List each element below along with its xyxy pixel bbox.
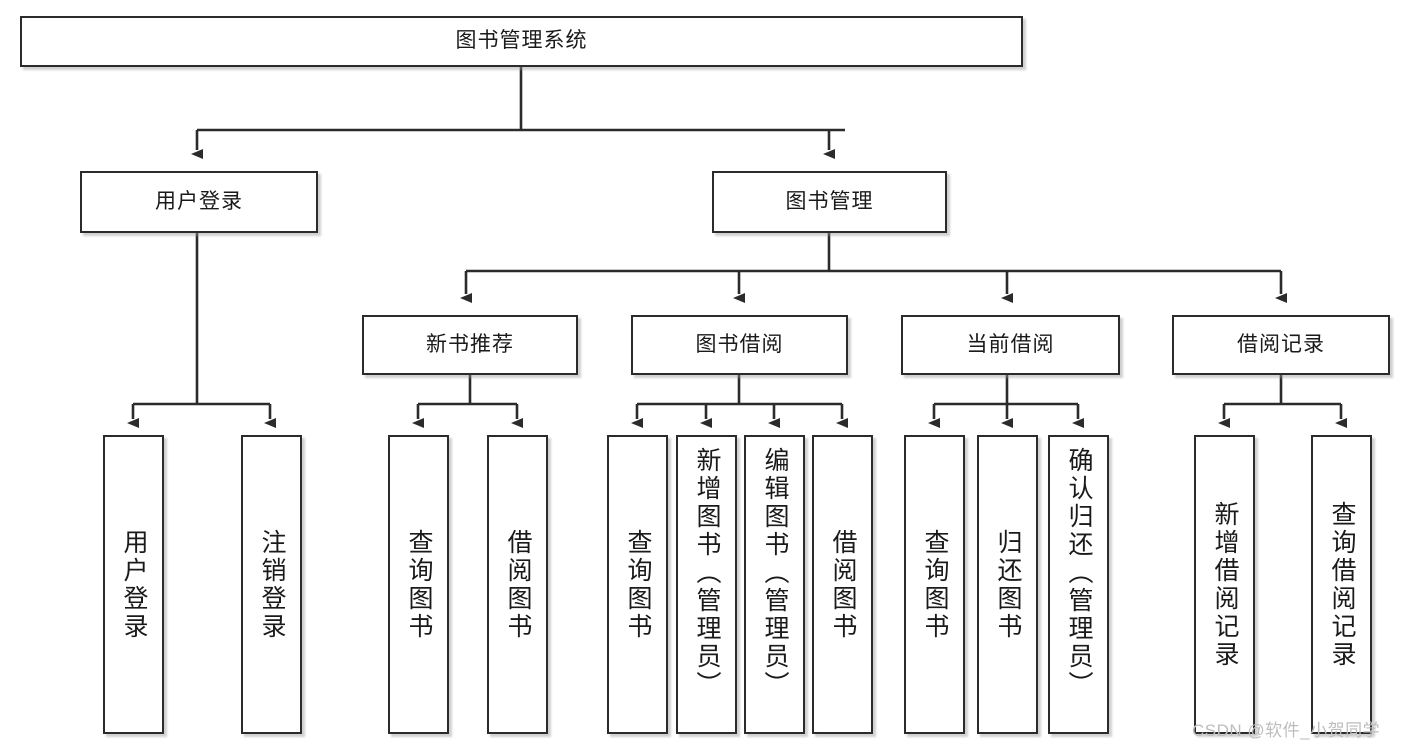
- node-book-manage-label: 图书管理: [785, 189, 874, 213]
- node-leaf-add-record-label: 新增借阅记录: [1211, 500, 1239, 669]
- node-root-label: 图书管理系统: [455, 29, 588, 53]
- node-current-borrow-label: 当前借阅: [966, 332, 1055, 356]
- node-leaf-query-book-1[interactable]: 查询图书: [388, 435, 449, 734]
- csdn-watermark: CSDN @软件_小贺同学: [1192, 721, 1381, 740]
- node-new-book-rec-label: 新书推荐: [426, 332, 514, 356]
- node-leaf-add-record[interactable]: 新增借阅记录: [1194, 435, 1255, 734]
- node-leaf-query-book-3-label: 查询图书: [921, 528, 949, 641]
- node-leaf-borrow-book-1-label: 借阅图书: [504, 528, 532, 641]
- node-leaf-user-login-label: 用户登录: [120, 528, 148, 641]
- node-leaf-return-book[interactable]: 归还图书: [977, 435, 1038, 734]
- node-leaf-query-book-2-label: 查询图书: [624, 528, 652, 641]
- node-root[interactable]: 图书管理系统: [20, 16, 1023, 67]
- node-leaf-query-book-1-label: 查询图书: [405, 528, 433, 641]
- node-leaf-logout[interactable]: 注销登录: [241, 435, 302, 734]
- node-user-login[interactable]: 用户登录: [80, 171, 318, 233]
- node-borrow-record-label: 借阅记录: [1237, 332, 1325, 356]
- node-leaf-edit-book-label: 编辑图书（管理员）: [761, 447, 789, 699]
- node-leaf-logout-label: 注销登录: [258, 528, 286, 641]
- node-current-borrow[interactable]: 当前借阅: [901, 315, 1120, 375]
- node-book-borrow[interactable]: 图书借阅: [631, 315, 848, 375]
- node-book-manage[interactable]: 图书管理: [712, 171, 947, 233]
- node-borrow-record[interactable]: 借阅记录: [1172, 315, 1390, 375]
- node-leaf-query-record[interactable]: 查询借阅记录: [1311, 435, 1372, 734]
- node-leaf-edit-book[interactable]: 编辑图书（管理员）: [744, 435, 805, 734]
- node-leaf-query-book-3[interactable]: 查询图书: [904, 435, 965, 734]
- node-book-borrow-label: 图书借阅: [695, 332, 784, 356]
- node-leaf-query-record-label: 查询借阅记录: [1328, 500, 1356, 669]
- node-leaf-return-book-label: 归还图书: [994, 528, 1022, 641]
- node-leaf-borrow-book-1[interactable]: 借阅图书: [487, 435, 548, 734]
- node-leaf-user-login[interactable]: 用户登录: [103, 435, 164, 734]
- node-leaf-add-book-label: 新增图书（管理员）: [693, 447, 721, 699]
- node-leaf-query-book-2[interactable]: 查询图书: [607, 435, 668, 734]
- node-leaf-borrow-book-2[interactable]: 借阅图书: [812, 435, 873, 734]
- node-user-login-label: 用户登录: [155, 189, 243, 213]
- node-leaf-add-book[interactable]: 新增图书（管理员）: [676, 435, 737, 734]
- node-leaf-confirm-return[interactable]: 确认归还（管理员）: [1048, 435, 1109, 734]
- node-new-book-rec[interactable]: 新书推荐: [362, 315, 578, 375]
- node-leaf-confirm-return-label: 确认归还（管理员）: [1065, 447, 1093, 699]
- node-leaf-borrow-book-2-label: 借阅图书: [829, 528, 857, 641]
